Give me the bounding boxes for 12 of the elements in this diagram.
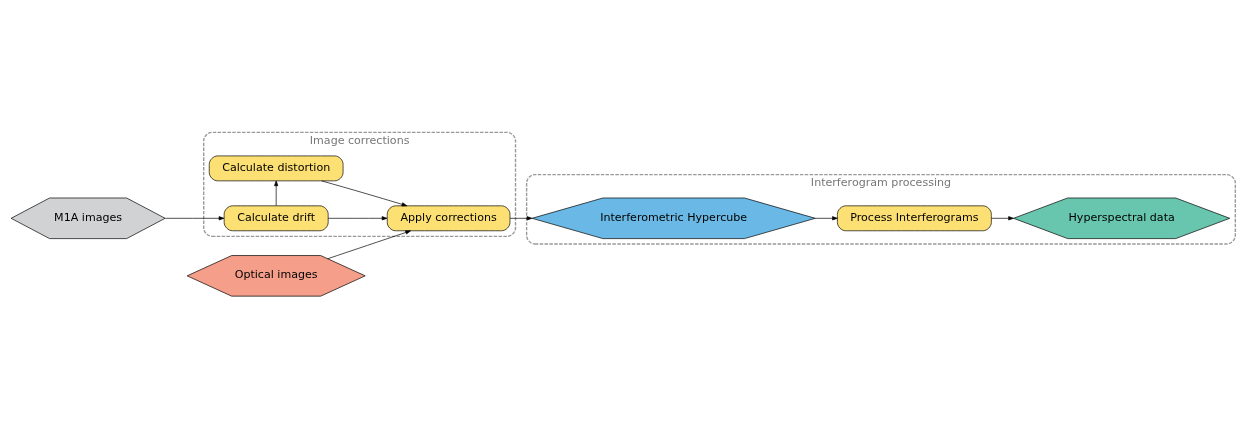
node-box: Process Interferograms <box>837 205 992 232</box>
arrow <box>321 180 408 207</box>
arrow <box>991 216 1014 221</box>
node-box: Calculate drift <box>223 205 329 232</box>
arrow <box>327 230 411 260</box>
arrow <box>327 216 388 221</box>
arrow <box>164 216 225 221</box>
node-box: Apply corrections <box>386 205 511 232</box>
node-box: Calculate distortion <box>208 155 344 182</box>
arrow <box>509 216 533 221</box>
arrow <box>274 180 279 206</box>
arrow <box>814 216 838 221</box>
